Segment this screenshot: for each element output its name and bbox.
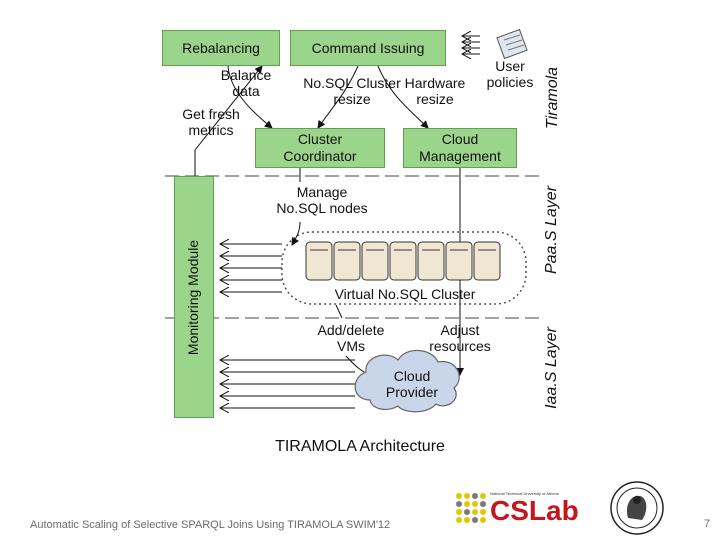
cslab-logo-subtitle: National Technical University of Athens [490,491,559,496]
iaas-monitoring-arrows [220,360,355,408]
cloud-provider-label: Cloud Provider [385,368,439,400]
command-issuing-label: Command Issuing [311,39,425,56]
ntua-seal [610,481,664,535]
add-delete-vms-label: Add/delete VMs [317,322,385,354]
cluster-coordinator-label: Cluster Coordinator [283,131,357,164]
tiramola-layer-label: Tiramola [544,66,561,130]
balance-data-arrow [227,65,273,129]
cluster-resize-arrow [317,65,359,129]
user-policies-label: User policies [486,58,534,90]
manage-nosql-nodes-label: Manage No.SQL nodes [276,184,368,216]
cloud-management-box: Cloud Management [403,128,517,168]
server-node-1 [305,241,333,281]
cslab-logo-dots [456,493,486,523]
command-issuing-box: Command Issuing [290,30,446,66]
rebalancing-label: Rebalancing [182,39,260,56]
server-node-5 [417,241,445,281]
user-policies-arrows [462,36,480,54]
get-fresh-metrics-label: Get fresh metrics [182,106,240,138]
user-policies-document-icon [496,28,528,60]
cloud-provider-shape [354,349,460,413]
server-node-6 [445,241,473,281]
virtual-nosql-cluster-container [281,231,527,305]
server-node-4 [389,241,417,281]
paas-monitoring-arrows [220,244,282,292]
monitoring-to-rebalancing-line [194,65,263,176]
rebalancing-box: Rebalancing [162,30,280,66]
adjust-resources-label: Adjust resources [429,322,491,354]
diagram-caption: TIRAMOLA Architecture [275,438,445,455]
manage-nodes-arrow [292,168,301,245]
hardware-resize-label: Hardware resize [404,75,466,107]
cslab-logo: National Technical University of Athens … [490,491,610,531]
server-node-3 [361,241,389,281]
cslab-logo-wordmark: CSLab [490,495,579,526]
virtual-nosql-cluster-label: Virtual No.SQL Cluster [334,286,476,302]
monitoring-module-label: Monitoring Module [185,239,202,355]
page-number: 7 [704,518,711,530]
server-node-2 [333,241,361,281]
monitoring-module-box: Monitoring Module [174,176,214,418]
balance-data-label: Balance data [220,67,272,99]
cluster-coordinator-box: Cluster Coordinator [255,128,385,168]
footer-text: Automatic Scaling of Selective SPARQL Jo… [30,519,391,531]
paas-layer-label: Paa.S Layer [543,185,560,275]
cloud-management-label: Cloud Management [419,131,501,164]
server-node-7 [473,241,501,281]
server-nodes [305,241,501,281]
nosql-cluster-resize-label: No.SQL Cluster resize [303,75,401,107]
iaas-layer-label: Iaa.S Layer [543,327,560,409]
hardware-resize-arrow [377,65,429,129]
